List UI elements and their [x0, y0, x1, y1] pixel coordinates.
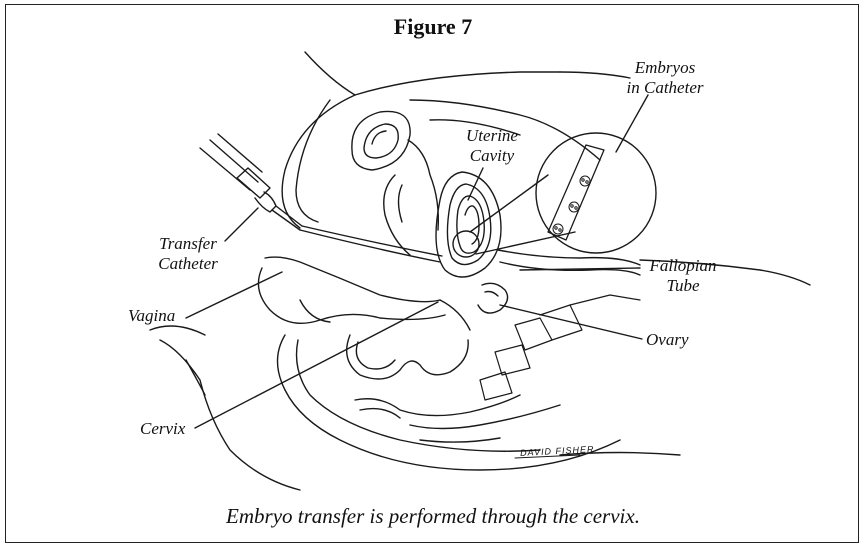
uterus-inner-wall [296, 100, 330, 222]
rectum [347, 335, 469, 379]
label-fallopian-line1: Fallopian [640, 256, 726, 276]
label-uterine-line2: Cavity [452, 146, 532, 166]
label-embryos: Embryos in Catheter [620, 58, 710, 98]
embryo-dots [553, 176, 590, 234]
leader-embryos [616, 95, 648, 152]
figure-caption: Embryo transfer is performed through the… [0, 504, 866, 529]
spine [480, 295, 640, 400]
label-vagina: Vagina [128, 306, 175, 326]
label-fallopian-tube: Fallopian Tube [640, 256, 726, 296]
syringe [200, 134, 442, 262]
thigh-outline [160, 340, 300, 490]
vaginal-canal [265, 257, 440, 302]
leader-transfer [225, 208, 258, 241]
catheter-detail-tube [548, 145, 604, 240]
label-ovary: Ovary [646, 330, 688, 350]
label-transfer-catheter: Transfer Catheter [148, 234, 228, 274]
uterus-outer-wall [282, 95, 355, 228]
label-uterine-line1: Uterine [452, 126, 532, 146]
leader-uterine [468, 168, 483, 200]
label-embryos-line2: in Catheter [620, 78, 710, 98]
label-transfer-line2: Catheter [148, 254, 228, 274]
label-fallopian-line2: Tube [640, 276, 726, 296]
label-embryos-line1: Embryos [620, 58, 710, 78]
ovary [478, 283, 508, 313]
bladder [352, 111, 410, 170]
label-uterine-cavity: Uterine Cavity [452, 126, 532, 166]
abdomen-outline [305, 52, 560, 95]
label-cervix: Cervix [140, 419, 185, 439]
leader-vagina [186, 272, 282, 318]
label-transfer-line1: Transfer [148, 234, 228, 254]
